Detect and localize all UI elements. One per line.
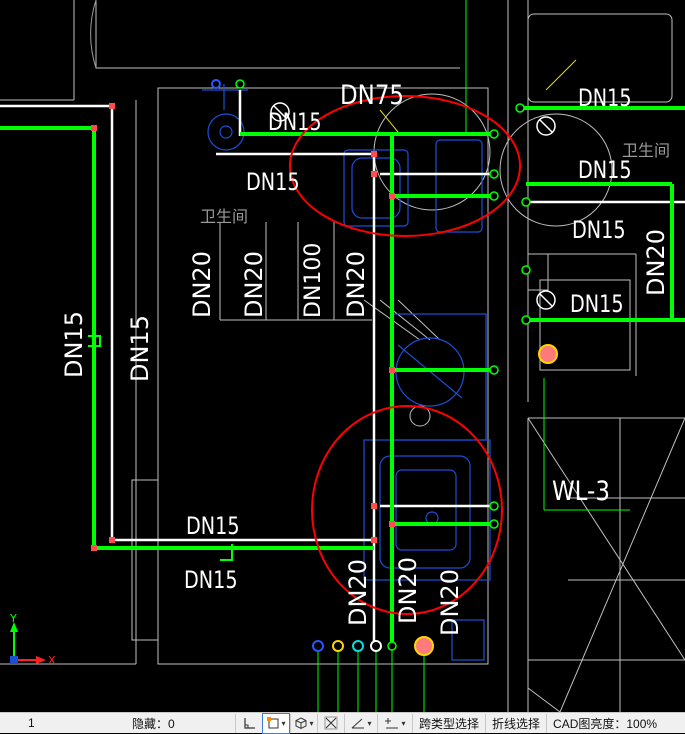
insert-point-icon: [385, 718, 399, 729]
riser-marker-yellow: [332, 640, 344, 652]
ortho-icon: [244, 718, 255, 729]
label-dn20-right-edge: DN20: [642, 229, 670, 296]
3d-dropdown-icon[interactable]: ▾: [309, 718, 314, 728]
status-bar: 1 隐藏：0 ▾ ▾ ▾ ▾ 跨类型选择 折线选择 CAD图亮度：100%: [0, 712, 685, 734]
angle-dropdown-icon[interactable]: ▾: [367, 718, 372, 728]
hidden-count: 隐藏：0: [132, 716, 175, 731]
pipe-marker-green-2: [220, 544, 233, 561]
cross-icon: [324, 716, 338, 730]
label-dn20-c: DN20: [342, 251, 370, 318]
cad-drawing-viewport[interactable]: DN75 DN15 DN15 DN15 DN15 DN15 DN15 DN15 …: [0, 0, 685, 712]
label-leaders: [379, 59, 577, 133]
angle-button[interactable]: ▾: [344, 713, 377, 733]
label-dn100: DN100: [301, 243, 326, 318]
coordinate-readout: 1: [28, 716, 35, 730]
riser-marker-white: [370, 640, 382, 652]
label-dn20-a: DN20: [188, 251, 216, 318]
pipe-marker-green: [88, 335, 101, 347]
cad-brightness-control[interactable]: CAD图亮度：100%: [546, 713, 663, 733]
label-dn15-vertical-1: DN15: [60, 311, 88, 378]
label-dn20-bottom-c: DN20: [436, 569, 464, 636]
cross-type-select-button[interactable]: 跨类型选择: [412, 713, 485, 733]
snap-icon: [267, 717, 279, 729]
green-leaders: [317, 0, 630, 712]
label-dn15-top-left: DN15: [268, 109, 322, 137]
room-label-bathroom-right: 卫生间: [622, 141, 670, 160]
angle-icon: [352, 718, 365, 729]
cad-canvas[interactable]: DN75 DN15 DN15 DN15 DN15 DN15 DN15 DN15 …: [0, 0, 685, 712]
insert-dropdown-icon[interactable]: ▾: [401, 718, 406, 728]
riser-marker-right: [538, 344, 558, 364]
label-dn75: DN75: [340, 79, 404, 110]
red-highlight-ellipses: [289, 95, 521, 615]
label-dn20-bottom-a: DN20: [344, 559, 372, 626]
polyline-select-button[interactable]: 折线选择: [485, 713, 546, 733]
riser-marker-cyan: [352, 640, 364, 652]
room-labels: 卫生间 卫生间: [200, 141, 670, 226]
snap-dropdown-icon[interactable]: ▾: [281, 718, 286, 728]
riser-marker-pink: [414, 636, 434, 656]
cross-select-button[interactable]: [317, 713, 344, 733]
label-dn15-bottom-b: DN15: [184, 567, 238, 595]
ucs-icon: Y X: [9, 612, 56, 667]
end-markers: [235, 79, 531, 651]
blue-end-marker: [211, 79, 221, 89]
label-dn15-right-lower: DN15: [570, 291, 624, 319]
label-dn15-right-low: DN15: [572, 217, 626, 245]
ortho-mode-button[interactable]: [235, 713, 262, 733]
pipe-joints: [91, 103, 395, 551]
insert-point-button[interactable]: ▾: [377, 713, 412, 733]
room-label-bathroom-left: 卫生间: [200, 207, 248, 226]
label-dn15-right-top: DN15: [578, 85, 632, 113]
ucs-y-label: Y: [9, 612, 17, 625]
label-wl3: WL-3: [552, 475, 610, 506]
vertical-pipe-labels: DN15 DN15 DN20 DN20 DN100 DN20 DN20 DN20…: [60, 229, 670, 636]
label-dn20-b: DN20: [240, 251, 268, 318]
label-dn15-vertical-2: DN15: [126, 315, 154, 382]
label-dn20-bottom-b: DN20: [394, 557, 422, 624]
label-dn15-left-mid: DN15: [246, 169, 300, 197]
floor-drains: [270, 102, 556, 310]
riser-marker-blue: [312, 640, 324, 652]
cube-icon: [295, 717, 307, 730]
pipe-labels: DN75 DN15 DN15 DN15 DN15 DN15 DN15 DN15 …: [184, 79, 632, 594]
3d-view-button[interactable]: ▾: [290, 713, 317, 733]
snap-mode-button[interactable]: ▾: [262, 712, 290, 734]
green-pipes: [0, 106, 685, 646]
ucs-x-label: X: [48, 654, 56, 667]
label-dn15-right-mid: DN15: [578, 157, 632, 185]
label-dn15-bottom-a: DN15: [186, 513, 240, 541]
